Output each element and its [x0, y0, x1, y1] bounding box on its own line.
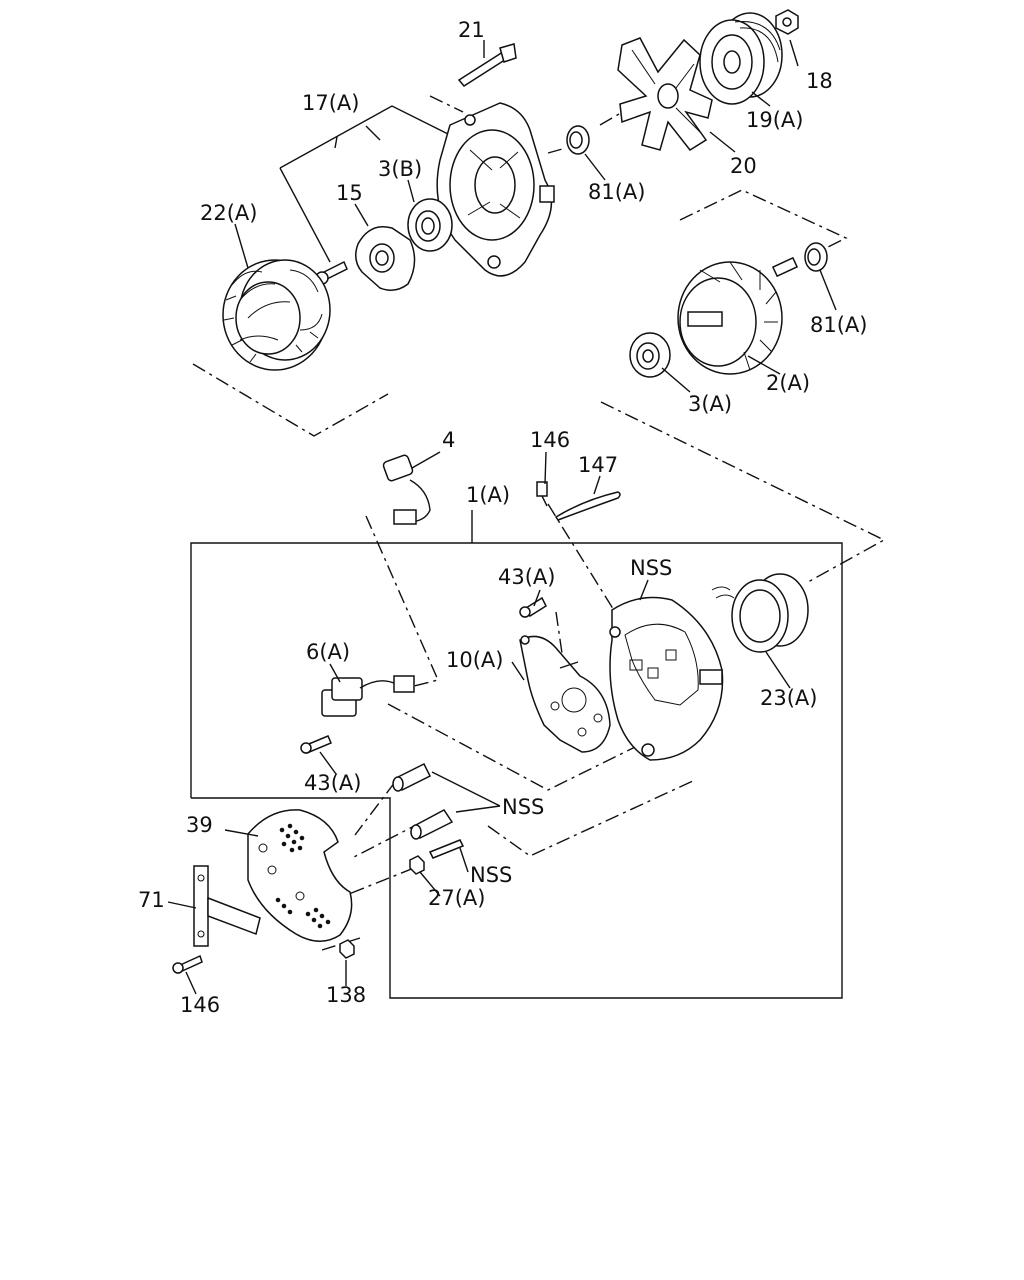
label-1a: 1(A) — [466, 483, 510, 507]
label-17a: 17(A) — [302, 91, 359, 115]
nut-138-icon — [339, 939, 355, 959]
label-71: 71 — [138, 888, 165, 912]
bracket-71-icon — [193, 865, 261, 947]
slip-ring-cover-23a-icon — [711, 573, 809, 653]
assembly-frame — [190, 105, 843, 999]
label-18: 18 — [806, 69, 833, 93]
stud-nss-1-icon — [392, 762, 432, 792]
label-4: 4 — [442, 428, 455, 452]
rotor-2a-icon — [677, 256, 799, 375]
label-15: 15 — [336, 181, 363, 205]
rear-cover-39-icon — [247, 809, 353, 942]
bearing-3a-icon — [629, 332, 671, 378]
nut-27a-icon — [409, 855, 425, 875]
terminal-lead-4-icon — [382, 454, 431, 525]
label-146-top: 146 — [530, 428, 570, 452]
screw-146-top-icon — [536, 481, 548, 507]
label-nss-bottom: NSS — [470, 863, 512, 887]
bearing-3b-icon — [407, 198, 453, 252]
label-147: 147 — [578, 453, 618, 477]
label-19a: 19(A) — [746, 108, 803, 132]
screw-43a-bottom-icon — [300, 735, 332, 754]
label-nss-top: NSS — [630, 556, 672, 580]
label-81a-top: 81(A) — [588, 180, 645, 204]
rear-housing-nss-icon — [609, 596, 724, 761]
regulator-6a-icon — [321, 675, 415, 717]
label-21: 21 — [458, 18, 485, 42]
stud-nss-3-icon — [428, 839, 465, 859]
fan-20-icon — [617, 37, 713, 151]
label-3a: 3(A) — [688, 392, 732, 416]
label-nss-mid: NSS — [502, 795, 544, 819]
label-39: 39 — [186, 813, 213, 837]
label-23a: 23(A) — [760, 686, 817, 710]
label-43a-top: 43(A) — [498, 565, 555, 589]
tag-147-icon — [554, 491, 621, 521]
stud-nss-2-icon — [410, 809, 454, 840]
label-6a: 6(A) — [306, 640, 350, 664]
front-housing-icon — [436, 102, 555, 277]
label-43a-bottom: 43(A) — [304, 771, 361, 795]
stator-22a-icon — [222, 259, 331, 371]
label-146-bottom: 146 — [180, 993, 220, 1017]
part-labels: 21 18 17(A) 19(A) 3(B) 20 15 81(A) 22(A)… — [138, 18, 867, 1017]
rectifier-10a-icon — [519, 635, 611, 753]
label-3b: 3(B) — [378, 157, 422, 181]
nut-18-icon — [775, 9, 799, 35]
label-81a-right: 81(A) — [810, 313, 867, 337]
bolt-21-icon — [457, 43, 517, 87]
screw-43a-top-icon — [519, 596, 547, 618]
label-10a: 10(A) — [446, 648, 503, 672]
label-138: 138 — [326, 983, 366, 1007]
pulley-19a-icon — [699, 12, 783, 105]
label-20: 20 — [730, 154, 757, 178]
spacer-81a-top-icon — [566, 125, 590, 155]
screw-146-bottom-icon — [172, 954, 203, 974]
spacer-81a-right-icon — [804, 242, 828, 272]
callout-leaders — [167, 39, 837, 995]
retainer-plate-15-icon — [315, 226, 416, 291]
label-2a: 2(A) — [766, 371, 810, 395]
label-22a: 22(A) — [200, 201, 257, 225]
label-27a: 27(A) — [428, 886, 485, 910]
